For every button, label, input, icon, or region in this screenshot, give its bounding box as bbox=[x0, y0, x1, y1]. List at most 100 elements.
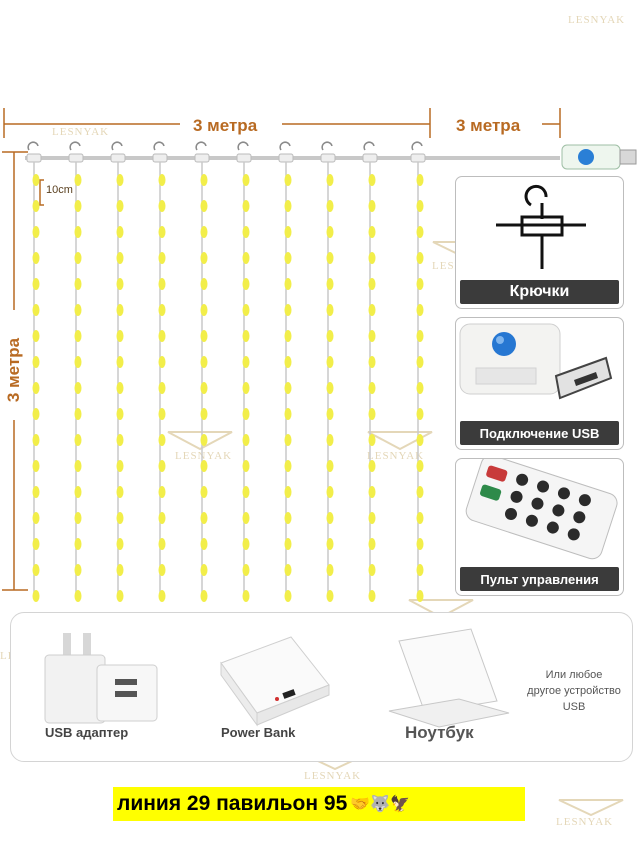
led-bulb bbox=[326, 460, 334, 472]
led-bulb bbox=[74, 486, 82, 498]
led-bulb bbox=[416, 460, 424, 472]
led-bulb bbox=[368, 564, 376, 576]
led-strand bbox=[278, 141, 294, 602]
location-banner: линия 29 павильон 95 🤝🐺🦅 bbox=[113, 787, 525, 821]
led-bulb bbox=[416, 304, 424, 316]
led-bulb bbox=[416, 590, 424, 602]
hook-icon bbox=[321, 141, 333, 151]
led-bulb bbox=[158, 382, 166, 394]
led-bulb bbox=[416, 564, 424, 576]
led-bulb bbox=[116, 434, 124, 446]
hook-clip bbox=[194, 153, 210, 163]
hook-clip bbox=[236, 153, 252, 163]
led-bulb bbox=[32, 590, 40, 602]
led-bulb bbox=[158, 330, 166, 342]
led-bulb bbox=[158, 434, 166, 446]
led-bulb bbox=[326, 174, 334, 186]
led-bulb bbox=[326, 330, 334, 342]
led-bulb bbox=[242, 590, 250, 602]
led-bulb bbox=[158, 590, 166, 602]
led-bulb bbox=[368, 590, 376, 602]
hook-icon bbox=[279, 141, 291, 151]
led-bulb bbox=[74, 278, 82, 290]
led-bulb bbox=[368, 408, 376, 420]
led-bulb bbox=[242, 356, 250, 368]
led-bulb bbox=[158, 460, 166, 472]
watermark-logo: LESNYAK bbox=[568, 14, 626, 26]
led-bulb bbox=[116, 226, 124, 238]
watermark-logo: LESNYAK bbox=[556, 798, 626, 828]
led-bulb bbox=[242, 304, 250, 316]
led-bulb bbox=[116, 382, 124, 394]
led-bulb bbox=[416, 382, 424, 394]
led-bulb bbox=[416, 174, 424, 186]
led-bulb bbox=[284, 512, 292, 524]
watermark-logo: LESNYAK bbox=[52, 126, 110, 138]
led-bulb bbox=[242, 226, 250, 238]
hook-icon bbox=[111, 141, 123, 151]
led-bulb bbox=[200, 278, 208, 290]
led-bulb bbox=[368, 486, 376, 498]
led-strand bbox=[194, 141, 210, 602]
hook-icon bbox=[496, 184, 586, 269]
led-bulb bbox=[284, 278, 292, 290]
led-bulb bbox=[200, 304, 208, 316]
led-bulb bbox=[368, 356, 376, 368]
led-bulb bbox=[200, 460, 208, 472]
hook-icon bbox=[195, 141, 207, 151]
led-bulb bbox=[416, 200, 424, 212]
remote-caption: Пульт управления bbox=[460, 567, 619, 591]
led-bulb bbox=[326, 434, 334, 446]
remote-button bbox=[504, 507, 517, 520]
remote-control-icon bbox=[465, 459, 618, 560]
led-bulb bbox=[416, 408, 424, 420]
led-bulb bbox=[368, 538, 376, 550]
usb-plug-icon bbox=[561, 144, 637, 170]
led-bulb bbox=[74, 174, 82, 186]
led-bulb bbox=[242, 538, 250, 550]
led-bulb bbox=[200, 590, 208, 602]
hook-clip bbox=[68, 153, 84, 163]
led-strand bbox=[362, 141, 378, 602]
led-bulb bbox=[200, 434, 208, 446]
led-bulb bbox=[368, 304, 376, 316]
led-bulb bbox=[242, 408, 250, 420]
led-bulb bbox=[32, 174, 40, 186]
led-bulb bbox=[116, 460, 124, 472]
led-bulb bbox=[158, 356, 166, 368]
hook-clip bbox=[362, 153, 378, 163]
led-bulb bbox=[74, 330, 82, 342]
led-bulb bbox=[242, 330, 250, 342]
led-bulb bbox=[416, 226, 424, 238]
led-bulb bbox=[368, 382, 376, 394]
led-bulb bbox=[116, 356, 124, 368]
led-bulb bbox=[32, 512, 40, 524]
cable-length-label: 3 метра bbox=[456, 116, 521, 135]
led-bulb bbox=[158, 278, 166, 290]
led-bulb bbox=[416, 434, 424, 446]
hook-clip bbox=[26, 153, 42, 163]
height-label: 3 метра bbox=[4, 337, 24, 403]
led-bulb bbox=[416, 512, 424, 524]
width-label: 3 метра bbox=[193, 116, 258, 135]
remote-button bbox=[525, 514, 538, 527]
led-bulb bbox=[242, 460, 250, 472]
hook-clip bbox=[152, 153, 168, 163]
led-bulb bbox=[284, 174, 292, 186]
usb-controller-icon bbox=[459, 323, 613, 400]
led-bulb bbox=[326, 252, 334, 264]
remote-button bbox=[546, 521, 559, 534]
remote-button bbox=[531, 497, 544, 510]
remote-button bbox=[552, 504, 565, 517]
led-bulb bbox=[326, 304, 334, 316]
any-device-line1: Или любое bbox=[545, 669, 603, 681]
led-bulb bbox=[242, 486, 250, 498]
dimension-lines bbox=[2, 108, 561, 591]
hook-icon bbox=[153, 141, 165, 151]
led-bulb bbox=[368, 226, 376, 238]
led-bulb bbox=[32, 486, 40, 498]
hooks-caption: Крючки bbox=[460, 280, 619, 304]
led-bulb bbox=[284, 330, 292, 342]
led-bulb bbox=[200, 174, 208, 186]
led-bulb bbox=[74, 564, 82, 576]
